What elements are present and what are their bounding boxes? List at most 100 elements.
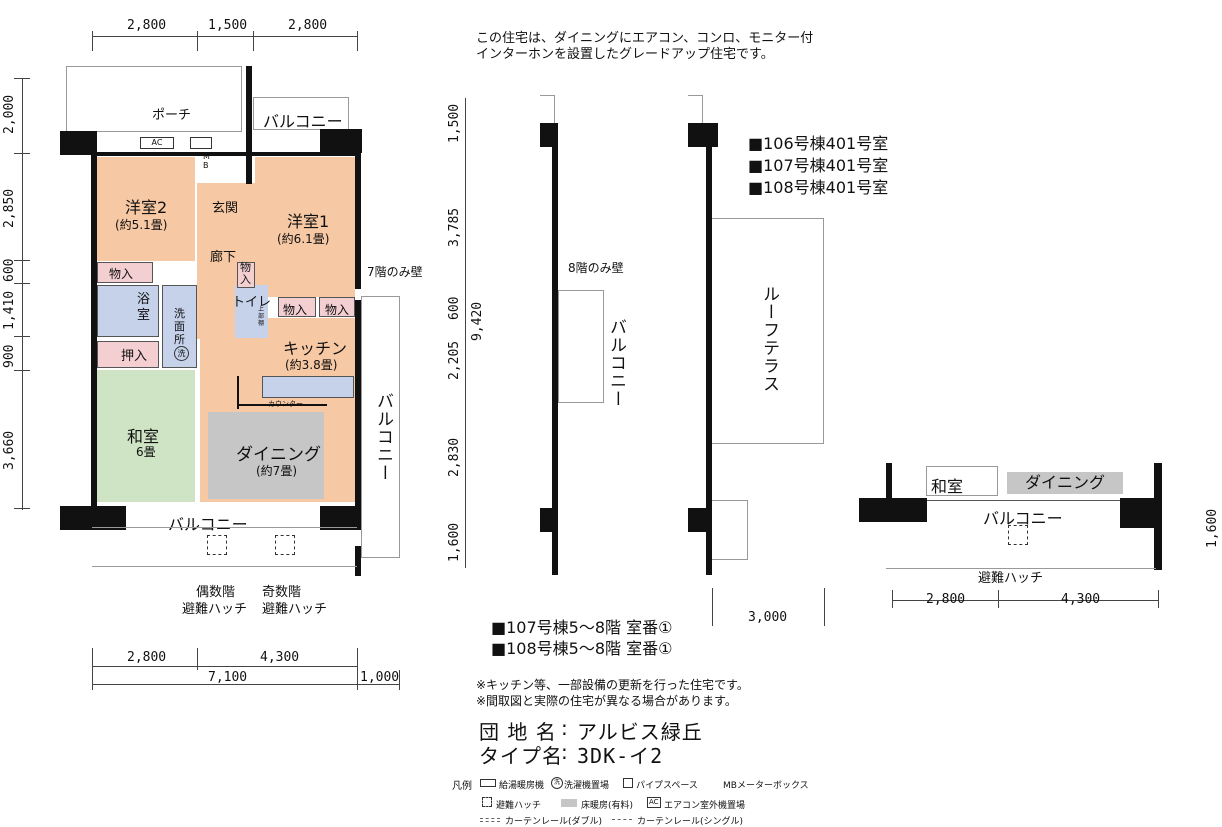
dim-top-2: 1,500 <box>208 18 248 33</box>
kitchen-label: キッチン <box>283 339 348 358</box>
kitchen-size: (約3.8畳) <box>285 358 338 372</box>
dim-top-1: 2,800 <box>127 18 167 33</box>
corridor-label: 廊下 <box>210 250 237 265</box>
dim-left-3: 1,410 <box>2 290 17 330</box>
legend-mb: MBメーターボックス <box>723 781 809 791</box>
closet-label-1: 物入 <box>109 267 134 281</box>
pipe-space-legend-icon <box>623 778 633 788</box>
type-name-label: タイプ名 <box>479 744 563 768</box>
hatch-even-icon <box>207 535 227 555</box>
hatch-odd-line2: 避難ハッチ <box>262 602 328 617</box>
double-rail-legend-icon <box>480 818 500 819</box>
legend-water-heater: 給湯暖房機 <box>499 781 545 791</box>
note-2: ※間取図と実際の住宅が異なる場合があります。 <box>476 694 737 708</box>
western-room-1 <box>255 157 355 297</box>
floor-heating-legend-icon <box>561 799 577 807</box>
wall-7f-label: 7階のみ壁 <box>367 265 423 279</box>
elevation-washitsu-label: 和室 <box>931 477 964 496</box>
legend-washing: 洗濯機置場 <box>564 781 610 791</box>
oshiire-closet <box>97 341 159 368</box>
porch-label: ポーチ <box>152 108 192 123</box>
balcony-bottom-label: バルコニー <box>168 515 248 534</box>
water-heater-icon <box>190 137 212 149</box>
dim-left-1: 2,000 <box>2 94 17 134</box>
washitsu-size: 6畳 <box>136 445 156 459</box>
roof-terrace-label: ルーフテラス <box>759 285 779 393</box>
closet-label-3: 物入 <box>325 303 350 317</box>
closet-label-2: 物入 <box>283 303 308 317</box>
complex-name-label: 団 地 名 <box>479 720 557 744</box>
section-dim-1: 1,500 <box>447 103 462 143</box>
dim-bottom-1: 2,800 <box>127 650 167 665</box>
section-dim-4: 9,420 <box>470 301 485 341</box>
dining-size: (約7畳) <box>256 464 297 478</box>
dim-bottom-extra: 1,000 <box>360 670 400 685</box>
tank-label: 上 部 棚 <box>258 306 265 327</box>
elevation-balcony-label: バルコニー <box>983 509 1063 528</box>
legend-single-rail: カーテンレール(シングル) <box>637 817 744 827</box>
legend-hatch: 避難ハッチ <box>496 801 542 811</box>
balcony-top-outline <box>253 97 349 130</box>
section-dim-3: 600 <box>447 296 462 320</box>
elevation-hatch-label: 避難ハッチ <box>978 571 1044 586</box>
closet-label-corridor: 物 入 <box>240 261 251 286</box>
closet-corridor <box>237 262 255 288</box>
western2-label: 洋室2 <box>125 198 168 217</box>
section-dim-5: 2,205 <box>447 340 462 380</box>
wall-right-bottom <box>355 300 361 530</box>
hatch-odd-line1: 奇数階 <box>262 585 302 600</box>
balcony-right-label: バルコニー <box>373 392 393 482</box>
section-dim-6: 2,830 <box>447 437 462 477</box>
hatch-odd-icon <box>275 535 295 555</box>
building-label-108-upper: ■108号棟5～8階 室番① <box>491 639 673 658</box>
building-label-107-upper: ■107号棟5～8階 室番① <box>491 618 673 637</box>
building-label-107: ■107号棟401号室 <box>748 156 889 175</box>
closet-kitchen-1 <box>278 297 316 317</box>
dim-left-6: 3,660 <box>2 430 17 470</box>
entrance-label: 玄関 <box>212 201 239 216</box>
kitchen-counter-sink <box>262 376 354 398</box>
dim-left-4: 600 <box>2 258 17 282</box>
water-heater-legend-icon <box>480 779 496 787</box>
building-label-108: ■108号棟401号室 <box>748 178 889 197</box>
legend-pipe-space: パイプスペース <box>636 781 698 791</box>
legend-floor-heating: 床暖房(有料) <box>581 801 634 811</box>
dim-left-2: 2,850 <box>2 188 17 228</box>
washroom-label: 洗 面 所 <box>174 307 185 346</box>
hatch-even-line1: 偶数階 <box>196 585 236 600</box>
type-name-value: 3DK-イ2 <box>577 744 664 768</box>
elevation-hatch-icon <box>1008 525 1028 545</box>
counter-label: カウンター <box>268 400 303 408</box>
washing-legend-icon: 洗 <box>551 777 563 789</box>
hatch-legend-icon <box>482 797 492 807</box>
washing-machine-icon: 洗 <box>174 346 189 361</box>
western-room-2 <box>97 157 195 261</box>
wall-8f-label: 8階のみ壁 <box>568 261 624 275</box>
wall-corner-tl <box>60 131 96 155</box>
elevation-dining-label: ダイニング <box>1007 472 1123 494</box>
note-1: ※キッチン等、一部設備の更新を行った住宅です。 <box>476 678 749 692</box>
description-line-1: この住宅は、ダイニングにエアコン、コンロ、モニター付 <box>476 31 814 46</box>
legend-ac: エアコン室外機置場 <box>664 801 746 811</box>
section-dim-3000: 3,000 <box>748 610 788 625</box>
wall-top <box>92 152 247 156</box>
section-dim-7: 1,600 <box>447 522 462 562</box>
toilet-label: トイレ <box>232 295 272 310</box>
elevation-dim-side: 1,600 <box>1205 508 1220 548</box>
western1-size: (約6.1畳) <box>277 232 330 246</box>
ac-legend-icon: AC <box>647 797 661 808</box>
dining-label: ダイニング <box>236 445 321 465</box>
elevation-dim-2: 4,300 <box>1061 592 1101 607</box>
ac-unit-icon: AC <box>140 137 174 149</box>
legend-double-rail: カーテンレール(ダブル) <box>505 817 603 827</box>
western1-label: 洋室1 <box>287 212 330 231</box>
oshiire-label: 押入 <box>121 349 148 364</box>
bath-room <box>97 285 159 337</box>
dim-top-3: 2,800 <box>288 18 328 33</box>
porch-outline <box>66 66 242 132</box>
section-balcony-label: バルコニー <box>606 318 626 408</box>
balcony-top-label: バルコニー <box>263 112 343 131</box>
balcony-right-outline <box>361 296 400 558</box>
closet-kitchen-2 <box>319 297 355 317</box>
wall-entrance <box>246 66 252 184</box>
